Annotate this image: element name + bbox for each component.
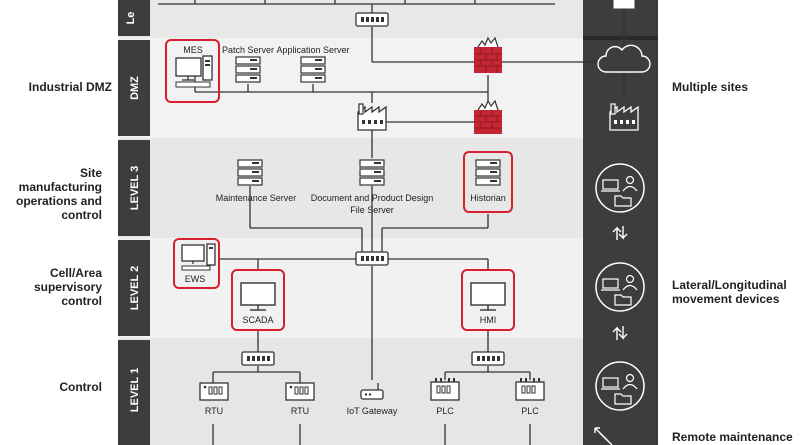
bar-level2 xyxy=(118,240,150,336)
user-device-circle-icon xyxy=(595,262,645,312)
left-label-level3: Site manufacturing operations and contro… xyxy=(0,166,102,222)
device-icon xyxy=(613,0,635,9)
mes-label: MES xyxy=(183,45,203,55)
doc-server-label-line1: Document and Product Design xyxy=(311,193,434,203)
right-column xyxy=(583,0,658,445)
hmi-label: HMI xyxy=(480,315,497,325)
ews-label: EWS xyxy=(185,274,206,284)
arrows-icon xyxy=(612,226,628,240)
diagonal-arrows-icon xyxy=(594,427,613,445)
bar-top xyxy=(118,0,150,36)
bar-label-level2: LEVEL 2 xyxy=(129,266,141,310)
server-icon xyxy=(237,159,263,186)
factory-icon xyxy=(357,103,387,131)
highlight-box-historian xyxy=(463,151,513,213)
left-label-level2-line1: Cell/Area xyxy=(49,266,102,280)
right-label-remote-maintenance: Remote maintenance xyxy=(672,430,793,444)
historian-label: Historian xyxy=(470,193,506,203)
user-device-circle-icon xyxy=(595,361,645,411)
firewall-icon xyxy=(474,99,502,134)
switch-icon xyxy=(471,351,505,366)
switch-icon xyxy=(241,351,275,366)
application-server-label: Application Server xyxy=(276,45,349,55)
factory-icon xyxy=(609,103,639,131)
left-label-level1: Control xyxy=(59,380,102,394)
rtu-icon xyxy=(199,382,229,401)
left-label-level2-line3: control xyxy=(61,294,102,308)
plc-icon xyxy=(430,378,460,401)
firewall-icon xyxy=(474,36,502,73)
highlight-box-scada xyxy=(231,269,285,331)
left-label-level3-line3: control xyxy=(61,208,102,222)
rtu2-label: RTU xyxy=(291,406,309,416)
rtu-icon xyxy=(285,382,315,401)
plc-icon xyxy=(515,378,545,401)
left-label-dmz: Industrial DMZ xyxy=(28,80,112,94)
server-icon xyxy=(235,56,261,83)
user-device-circle-icon xyxy=(595,163,645,213)
left-label-level2: Cell/Area supervisory control xyxy=(0,266,102,308)
doc-server-label-line2: File Server xyxy=(350,205,394,215)
left-label-level3-line1: Site manufacturing xyxy=(18,166,102,194)
right-label-lateral-line2: movement devices xyxy=(672,292,780,306)
plc1-label: PLC xyxy=(436,406,454,416)
patch-server-label: Patch Server xyxy=(222,45,274,55)
switch-icon xyxy=(355,12,389,27)
zone-top-band xyxy=(118,0,583,38)
bar-dmz xyxy=(118,40,150,136)
maintenance-server-label: Maintenance Server xyxy=(216,193,297,203)
bar-label-top: Le xyxy=(125,12,137,25)
monitor-icon xyxy=(470,282,506,311)
left-label-level2-line2: supervisory xyxy=(33,280,102,294)
plc2-label: PLC xyxy=(521,406,539,416)
bar-label-level1: LEVEL 1 xyxy=(129,368,141,412)
zone-level3-band xyxy=(118,138,583,238)
highlight-box-hmi xyxy=(461,269,515,331)
scada-label: SCADA xyxy=(242,315,273,325)
bar-label-dmz: DMZ xyxy=(129,76,141,100)
bar-label-level3: LEVEL 3 xyxy=(129,166,141,210)
server-icon xyxy=(359,159,385,186)
right-label-lateral-line1: Lateral/Longitudinal xyxy=(672,278,787,292)
server-icon xyxy=(300,56,326,83)
workstation-icon xyxy=(181,243,216,271)
switch-icon xyxy=(355,251,389,266)
bar-level3 xyxy=(118,140,150,236)
monitor-icon xyxy=(240,282,276,311)
highlight-box-ews xyxy=(173,238,220,289)
left-label-level3-line2: operations and xyxy=(15,194,102,208)
workstation-icon xyxy=(175,55,213,88)
iot-gateway-label: IoT Gateway xyxy=(347,406,398,416)
cloud-icon xyxy=(597,44,651,73)
iot-gateway-icon xyxy=(360,383,384,400)
server-icon xyxy=(475,159,501,186)
highlight-box-mes xyxy=(165,39,220,103)
zone-level1-band xyxy=(118,338,583,445)
right-label-multiple-sites: Multiple sites xyxy=(672,80,749,94)
rtu1-label: RTU xyxy=(205,406,223,416)
bar-level1 xyxy=(118,340,150,445)
right-label-lateral: Lateral/Longitudinal movement devices xyxy=(672,278,787,306)
arrows-icon xyxy=(612,326,628,340)
